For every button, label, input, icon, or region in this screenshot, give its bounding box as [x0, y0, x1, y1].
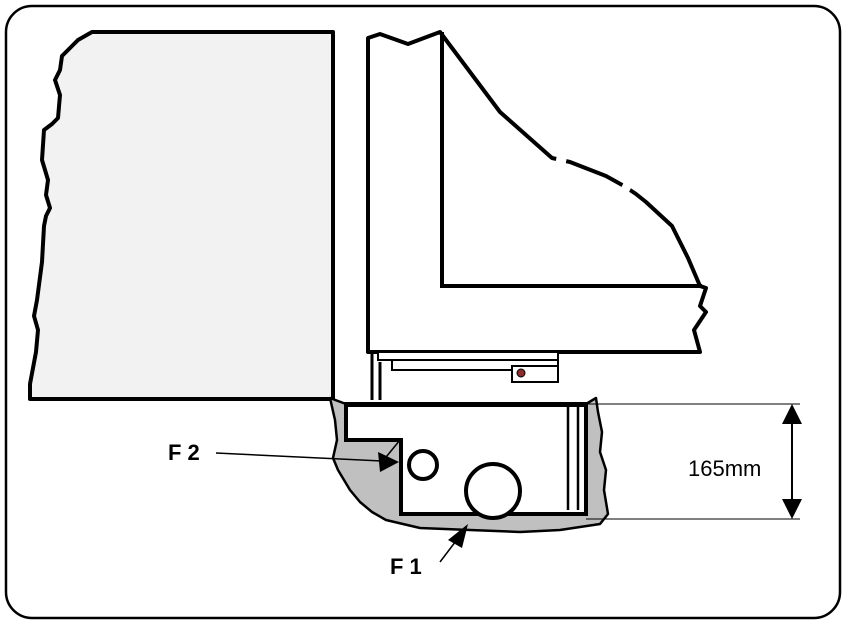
- gate-leaf: [366, 30, 708, 354]
- conduit-small: [407, 449, 439, 481]
- wall-pillar: [28, 30, 335, 401]
- hinge-bolt: [516, 368, 526, 378]
- dimension-arrow-bottom: [782, 499, 802, 519]
- dimension-label: 165mm: [688, 456, 761, 481]
- label-f1: F 1: [390, 554, 422, 579]
- gate-edge-gap-1: [555, 156, 567, 166]
- conduit-large: [464, 462, 522, 520]
- hinge-plate: [377, 351, 559, 361]
- leader-f2-up: [381, 439, 401, 463]
- leader-f2: [215, 452, 383, 462]
- gate-inner-frame: [440, 32, 702, 288]
- arrow-f2: [378, 452, 399, 472]
- dimension-arrow-top: [782, 404, 802, 424]
- gate-edge-gap-2: [620, 182, 632, 194]
- arrow-f1: [448, 524, 468, 548]
- hinge-post: [370, 354, 382, 400]
- label-f2: F 2: [168, 440, 200, 465]
